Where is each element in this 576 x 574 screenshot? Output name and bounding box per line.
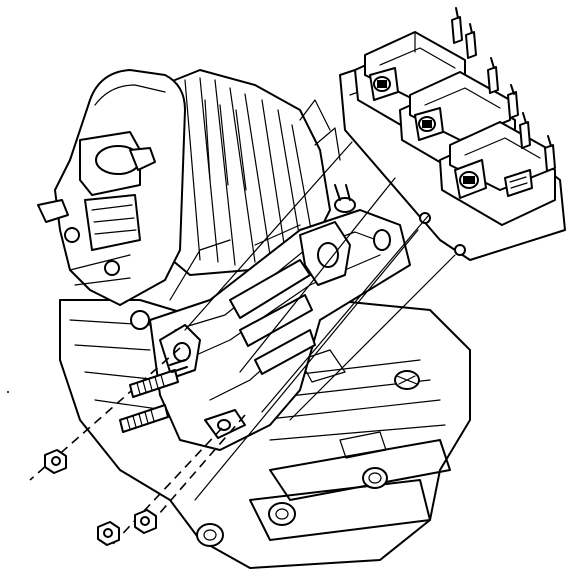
guide-line [289, 254, 456, 421]
coil-pack-assembly [339, 7, 566, 261]
coil-pack-fastener [419, 212, 431, 224]
throttle-body-housing [37, 69, 186, 330]
coil-terminal [487, 57, 499, 94]
hex-nut [97, 521, 120, 546]
coil-terminal [519, 112, 531, 149]
intake-manifold [149, 69, 341, 276]
speck [7, 391, 9, 393]
guide-line [184, 141, 353, 331]
bolt-head [394, 370, 420, 390]
hex-nut [134, 509, 157, 534]
coil-terminal [465, 23, 477, 59]
hex-nut [44, 449, 67, 474]
guide-line [111, 427, 223, 546]
guide-line [194, 229, 419, 501]
ignition-coil-bracket [149, 209, 411, 451]
threaded-stud [129, 369, 179, 398]
guide-line [261, 215, 429, 413]
bolt-head [362, 467, 388, 489]
guide-line [239, 177, 396, 373]
bracket-stud [334, 184, 356, 213]
bracket-slot [239, 294, 313, 347]
block-bolts [196, 370, 420, 547]
ignition-coil-3 [439, 121, 556, 226]
bracket-hole [217, 419, 231, 431]
bracket-slot [254, 329, 316, 375]
coil-pack-fastener [454, 244, 466, 256]
threaded-stud [169, 359, 188, 373]
coil-terminal [507, 84, 519, 119]
bracket-hole [373, 229, 391, 251]
bolt-head [196, 523, 224, 547]
bracket-hole [317, 242, 339, 268]
coil-terminal [544, 135, 556, 172]
bracket-slot [229, 259, 311, 319]
threaded-stud [119, 404, 169, 433]
coil-terminal [451, 7, 463, 44]
bolt-head [268, 502, 296, 526]
guide-line [144, 414, 246, 531]
